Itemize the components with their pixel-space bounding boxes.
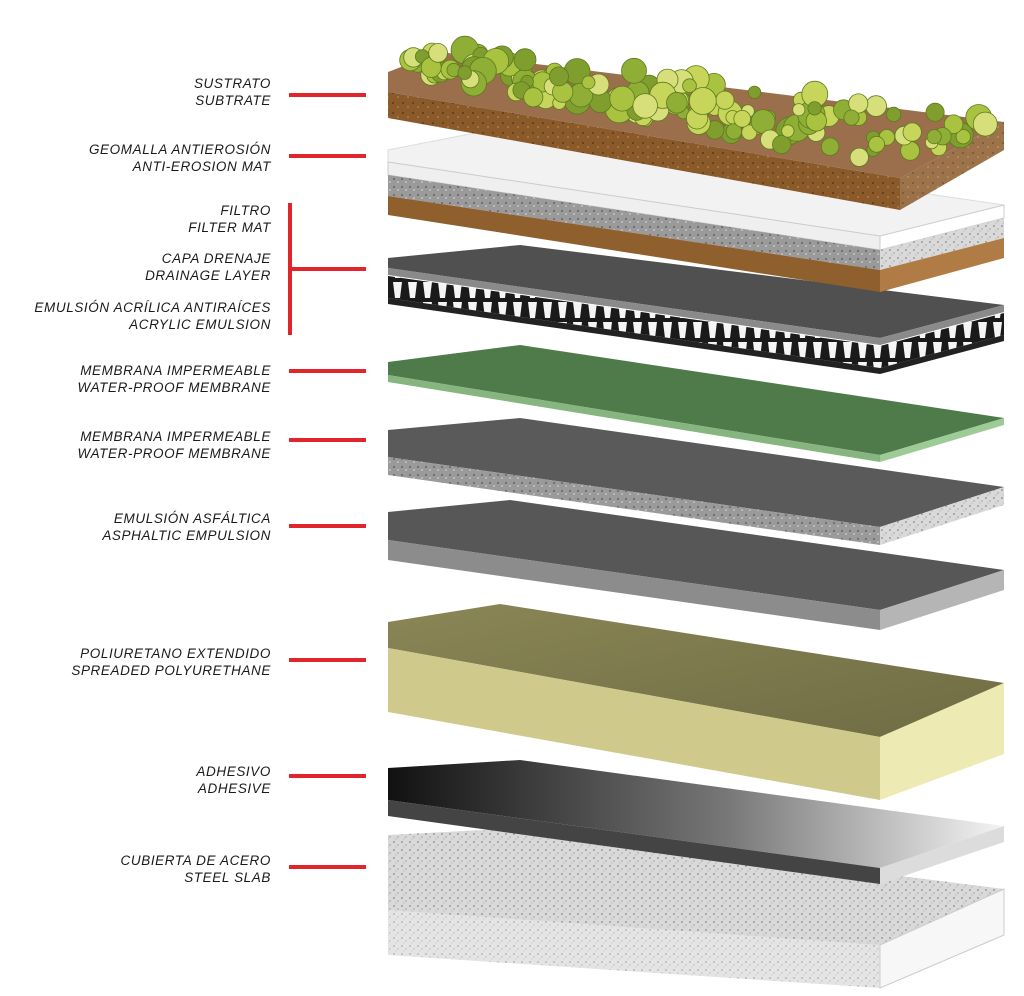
- succulent: [733, 110, 751, 128]
- label-membrane-2: MEMBRANA IMPERMEABLE WATER-PROOF MEMBRAN…: [77, 428, 271, 462]
- succulent: [621, 57, 647, 84]
- succulent: [885, 106, 902, 123]
- label-asphaltic: EMULSIÓN ASFÁLTICA ASPHALTIC EMPULSION: [102, 510, 271, 544]
- succulent: [820, 137, 840, 156]
- label-steel: CUBIERTA DE ACERO STEEL SLAB: [121, 852, 271, 886]
- label-filter: FILTRO FILTER MAT: [188, 202, 271, 236]
- label-es: ADHESIVO: [196, 764, 271, 779]
- succulent: [666, 91, 688, 114]
- label-acrylic: EMULSIÓN ACRÍLICA ANTIRAÍCES ACRYLIC EMU…: [34, 299, 271, 333]
- succulent: [926, 129, 942, 145]
- label-en: DRAINAGE LAYER: [145, 268, 271, 283]
- succulent: [741, 124, 758, 141]
- label-es: SUSTRATO: [193, 76, 271, 91]
- succulent: [902, 122, 922, 142]
- asphaltic-emulsion-layer: [388, 500, 1004, 630]
- label-es: MEMBRANA IMPERMEABLE: [80, 363, 271, 378]
- succulent-plants: [399, 35, 998, 167]
- succulent: [955, 129, 971, 145]
- succulent: [747, 85, 762, 99]
- label-es: GEOMALLA ANTIEROSIÓN: [88, 142, 271, 157]
- succulent: [848, 93, 869, 114]
- succulent: [632, 93, 658, 119]
- label-anti-erosion: GEOMALLA ANTIEROSIÓN ANTI-EROSION MAT: [89, 141, 271, 175]
- waterproof-membrane-2-layer: [388, 418, 1004, 545]
- label-en: SPREADED POLYURETHANE: [71, 663, 271, 678]
- label-substrate: SUSTRATO SUBTRATE: [194, 75, 271, 109]
- label-en: ANTI-EROSION MAT: [132, 159, 271, 174]
- succulent: [843, 109, 860, 126]
- polyurethane-layer: [388, 604, 1004, 800]
- label-en: SUBTRATE: [195, 93, 271, 108]
- label-membrane-1: MEMBRANA IMPERMEABLE WATER-PROOF MEMBRAN…: [77, 362, 271, 396]
- label-en: ADHESIVE: [197, 781, 271, 796]
- label-en: WATER-PROOF MEMBRANE: [77, 446, 271, 461]
- label-en: STEEL SLAB: [184, 870, 271, 885]
- succulent: [549, 66, 569, 87]
- label-es: CUBIERTA DE ACERO: [120, 853, 271, 868]
- succulent: [943, 114, 964, 134]
- succulent: [715, 90, 735, 110]
- label-en: FILTER MAT: [188, 220, 271, 235]
- label-es: POLIURETANO EXTENDIDO: [80, 646, 271, 661]
- succulent: [792, 103, 806, 117]
- succulent: [523, 87, 544, 108]
- succulent: [513, 48, 537, 72]
- label-polyurethane: POLIURETANO EXTENDIDO SPREADED POLYURETH…: [71, 645, 271, 679]
- succulent: [428, 43, 448, 63]
- succulent: [925, 102, 945, 122]
- drainage-layer: [388, 245, 1004, 374]
- succulent: [688, 87, 717, 115]
- label-es: EMULSIÓN ACRÍLICA ANTIRAÍCES: [34, 300, 271, 315]
- label-es: CAPA DRENAJE: [161, 251, 271, 266]
- succulent: [781, 124, 795, 138]
- steel-slab-layer: [388, 828, 1005, 989]
- succulent: [581, 75, 596, 90]
- succulent: [849, 147, 869, 167]
- succulent: [457, 65, 472, 80]
- label-en: WATER-PROOF MEMBRANE: [77, 380, 271, 395]
- adhesive-layer: [388, 760, 1004, 884]
- succulent: [772, 134, 792, 155]
- label-drainage: CAPA DRENAJE DRAINAGE LAYER: [145, 250, 271, 284]
- succulent: [868, 135, 885, 153]
- succulent: [865, 95, 887, 117]
- succulent: [972, 111, 998, 137]
- label-en: ASPHALTIC EMPULSION: [102, 528, 271, 543]
- label-es: MEMBRANA IMPERMEABLE: [80, 429, 271, 444]
- succulent: [682, 78, 697, 93]
- waterproof-membrane-1-layer: [388, 345, 1004, 462]
- label-en: ACRYLIC EMULSION: [129, 317, 271, 332]
- label-adhesive: ADHESIVO ADHESIVE: [196, 763, 271, 797]
- label-es: FILTRO: [220, 203, 271, 218]
- succulent: [807, 101, 822, 116]
- succulent: [609, 85, 636, 112]
- leader-lines: [288, 93, 366, 869]
- label-es: EMULSIÓN ASFÁLTICA: [113, 511, 271, 526]
- filter-mat-layer: [387, 129, 1005, 292]
